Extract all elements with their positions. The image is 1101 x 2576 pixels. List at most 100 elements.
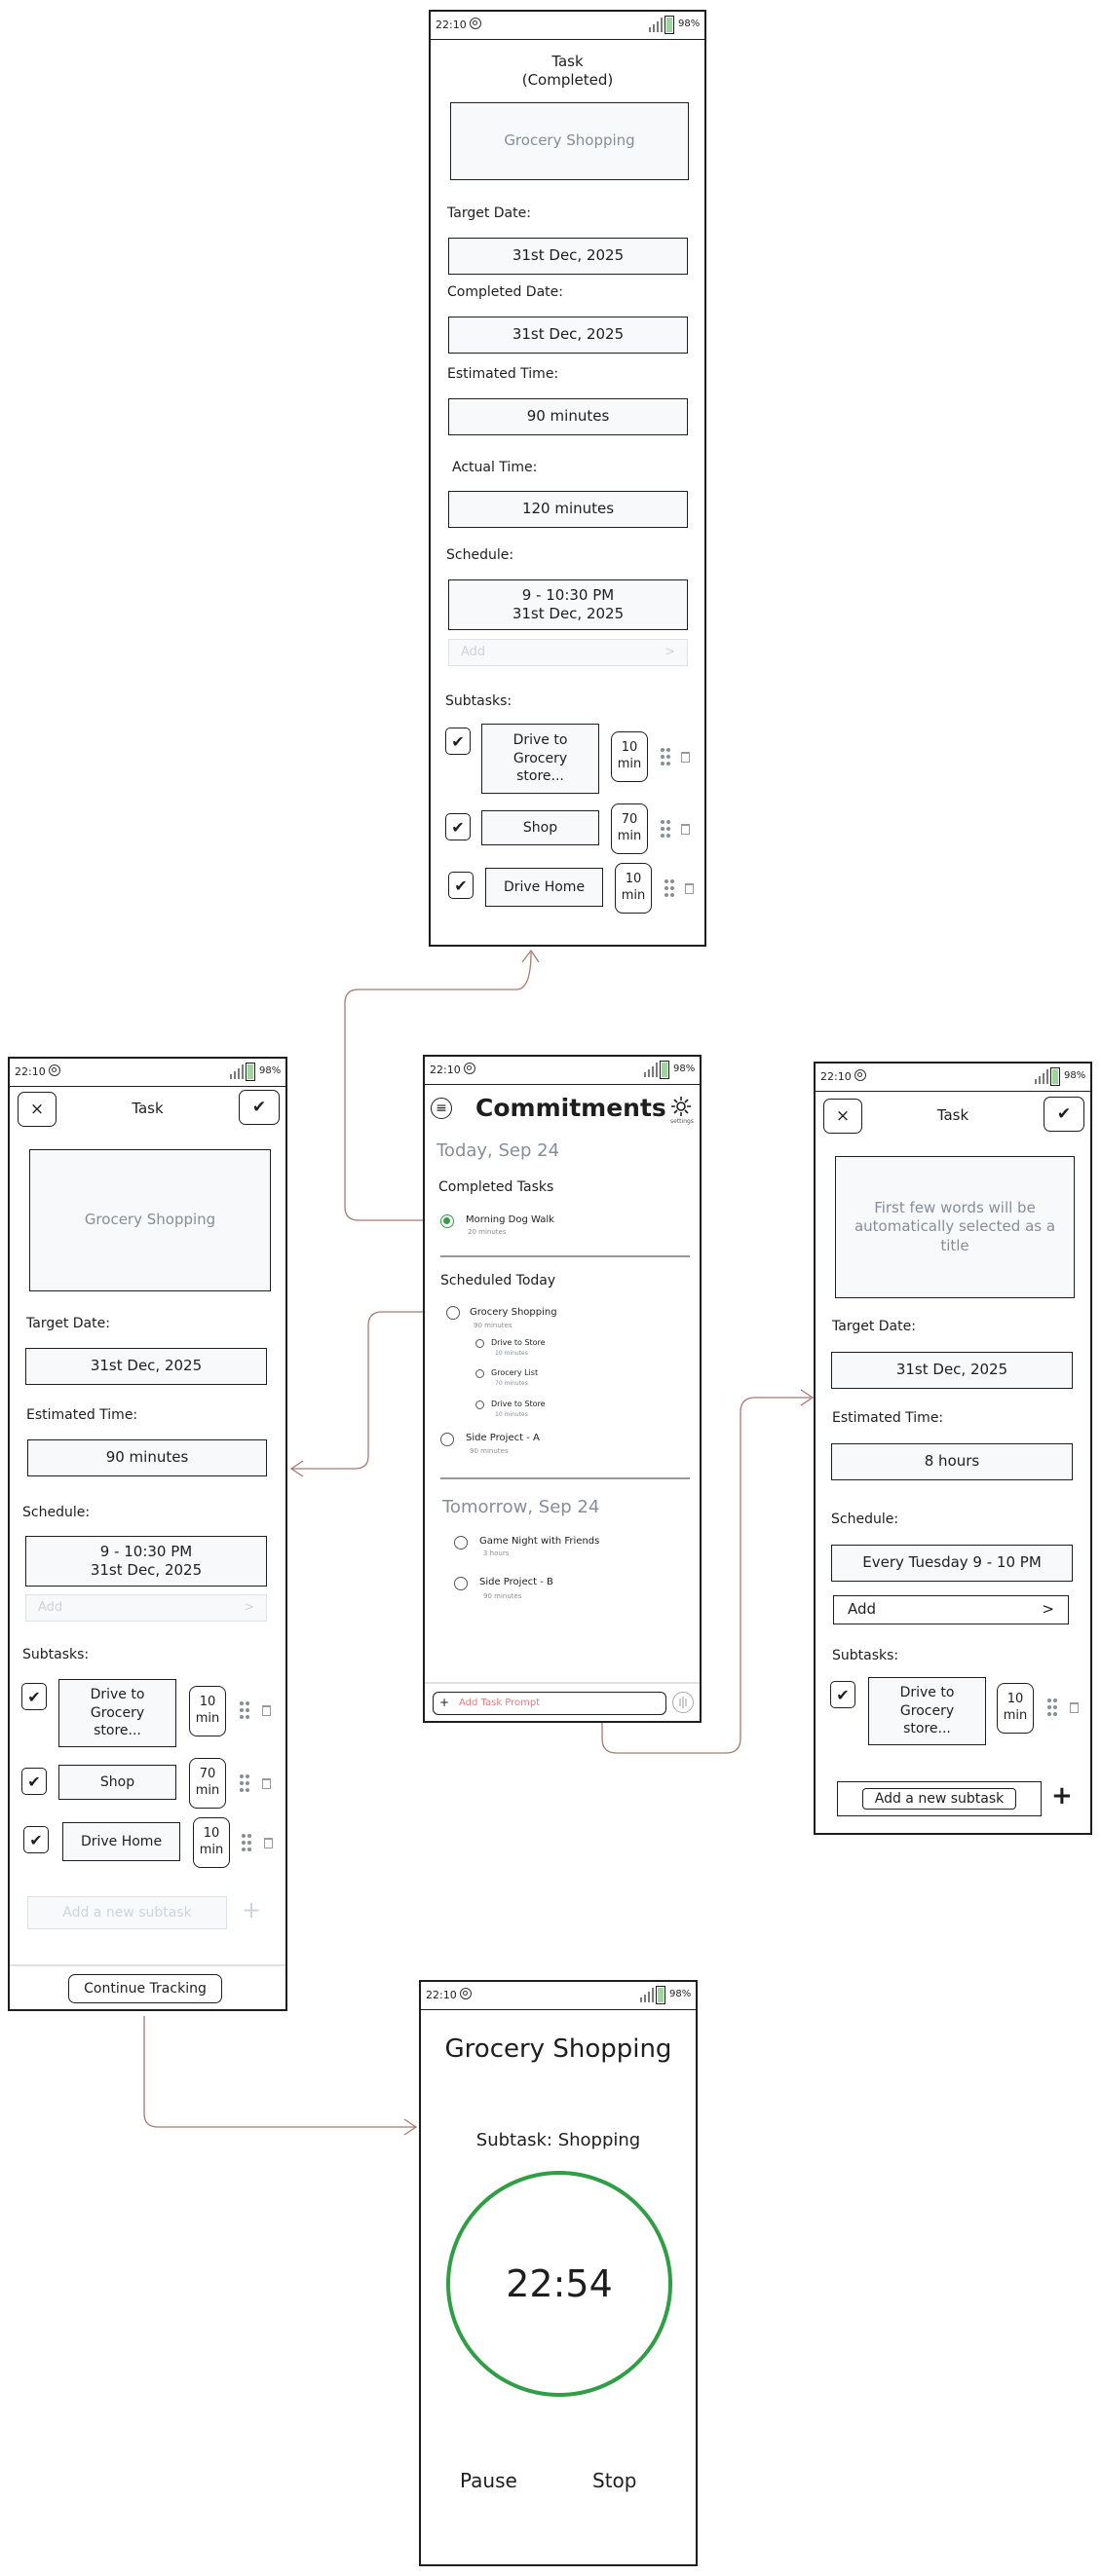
target-date-field[interactable]: 31st Dec, 2025 xyxy=(25,1348,267,1385)
subtask-checkbox[interactable]: ✔ xyxy=(21,1768,47,1795)
plus-icon: + xyxy=(439,1696,450,1709)
close-button[interactable]: × xyxy=(18,1092,57,1127)
subtask-radio[interactable] xyxy=(475,1400,484,1409)
task-title-input[interactable]: First few words will be automatically se… xyxy=(835,1156,1075,1298)
drag-handle-icon[interactable] xyxy=(661,820,670,838)
new-task-screen: 22:10 98% × Task ✔ First few words will … xyxy=(814,1062,1092,1835)
settings-icon[interactable] xyxy=(670,1096,692,1117)
subtask-name[interactable]: Drive to Grocery store... xyxy=(58,1679,176,1747)
trash-icon[interactable] xyxy=(262,1778,271,1789)
estimated-time-field[interactable]: 90 minutes xyxy=(27,1439,267,1476)
subtask-checkbox[interactable]: ✔ xyxy=(23,1826,49,1853)
subtask-duration[interactable]: 70 min xyxy=(189,1758,226,1809)
subtask-name[interactable]: Grocery List xyxy=(491,1368,539,1377)
target-date-field[interactable]: 31st Dec, 2025 xyxy=(831,1352,1073,1389)
page-title: Task xyxy=(132,1100,164,1117)
subtask-duration[interactable]: 10 min xyxy=(997,1683,1034,1734)
subtask-duration[interactable]: 10 min xyxy=(189,1686,226,1736)
subtask-radio[interactable] xyxy=(475,1369,484,1378)
menu-glyph: ≡ xyxy=(436,1101,447,1116)
subtask-duration[interactable]: 70 min xyxy=(611,803,648,854)
subtasks-label: Subtasks: xyxy=(832,1648,899,1663)
task-name[interactable]: Side Project - B xyxy=(479,1577,553,1587)
completed-date-label: Completed Date: xyxy=(447,284,563,300)
trash-icon[interactable] xyxy=(262,1705,271,1716)
drag-handle-icon[interactable] xyxy=(664,879,674,897)
trash-icon[interactable] xyxy=(681,824,690,835)
confirm-button[interactable]: ✔ xyxy=(1044,1097,1084,1132)
trash-icon[interactable] xyxy=(1070,1702,1079,1713)
subtask-radio[interactable] xyxy=(475,1339,484,1348)
actual-time-field: 120 minutes xyxy=(448,491,688,528)
arrow-to-new-task xyxy=(601,1397,811,1754)
subtask-duration[interactable]: 10 min xyxy=(193,1817,230,1868)
task-name[interactable]: Morning Dog Walk xyxy=(466,1214,554,1225)
battery-percent: 98% xyxy=(678,19,701,29)
add-schedule-field[interactable]: Add > xyxy=(25,1594,267,1622)
plus-icon[interactable]: + xyxy=(242,1896,262,1923)
subtask-duration[interactable]: 10 min xyxy=(611,731,648,782)
add-subtask-input[interactable]: Add a new subtask xyxy=(27,1896,227,1929)
subtask-name[interactable]: Shop xyxy=(481,810,599,845)
add-schedule-button[interactable]: Add > xyxy=(833,1595,1069,1624)
task-radio[interactable] xyxy=(440,1433,454,1446)
subtask-name[interactable]: Drive Home xyxy=(62,1822,180,1861)
page-title: Grocery Shopping xyxy=(444,2035,672,2064)
subtask-duration[interactable]: 10 min xyxy=(615,863,652,914)
subtask-meta: 10 minutes xyxy=(495,1411,528,1418)
add-placeholder: Add xyxy=(461,644,486,659)
confirm-button[interactable]: ✔ xyxy=(239,1090,280,1125)
add-subtask-input[interactable]: Add a new subtask xyxy=(837,1781,1042,1816)
task-radio[interactable] xyxy=(446,1306,460,1320)
drag-handle-icon[interactable] xyxy=(661,748,670,765)
signal-icon xyxy=(230,1064,247,1079)
chevron-right-icon: > xyxy=(244,1599,254,1615)
completed-task-screen: 22:10 98% Task (Completed) Grocery Shopp… xyxy=(429,10,706,947)
pause-button[interactable]: Pause xyxy=(460,2469,517,2492)
camera-icon xyxy=(464,1063,475,1074)
task-name[interactable]: Grocery Shopping xyxy=(470,1307,557,1318)
estimated-time-label: Estimated Time: xyxy=(447,366,559,382)
tomorrow-heading: Tomorrow, Sep 24 xyxy=(442,1497,600,1517)
drag-handle-icon[interactable] xyxy=(1047,1699,1057,1716)
battery-icon xyxy=(1050,1067,1060,1086)
task-name[interactable]: Game Night with Friends xyxy=(479,1536,600,1547)
battery-icon xyxy=(246,1063,255,1081)
close-button[interactable]: × xyxy=(823,1099,862,1134)
subtask-name[interactable]: Drive to Store xyxy=(491,1338,546,1347)
trash-icon[interactable] xyxy=(264,1838,273,1848)
camera-icon xyxy=(49,1064,60,1076)
subtask-checkbox[interactable]: ✔ xyxy=(448,872,474,899)
subtask-checkbox[interactable]: ✔ xyxy=(445,728,471,755)
continue-tracking-button[interactable]: Continue Tracking xyxy=(68,1974,222,2003)
drag-handle-icon[interactable] xyxy=(240,1774,249,1792)
subtask-name[interactable]: Drive to Grocery store... xyxy=(481,724,599,794)
schedule-field[interactable]: Every Tuesday 9 - 10 PM xyxy=(831,1545,1073,1582)
estimated-time-field[interactable]: 8 hours xyxy=(831,1443,1073,1480)
completed-radio[interactable] xyxy=(440,1214,454,1228)
subtask-name[interactable]: Drive Home xyxy=(485,868,603,907)
subtask-name[interactable]: Drive to Store xyxy=(491,1400,546,1408)
microphone-icon[interactable] xyxy=(672,1692,694,1713)
task-radio[interactable] xyxy=(454,1577,468,1590)
subtask-checkbox[interactable]: ✔ xyxy=(830,1681,855,1708)
subtask-checkbox[interactable]: ✔ xyxy=(21,1683,47,1710)
add-task-prompt-input[interactable]: + Add Task Prompt xyxy=(433,1692,666,1715)
plus-icon[interactable]: + xyxy=(1051,1781,1073,1811)
stop-button[interactable]: Stop xyxy=(592,2469,637,2492)
trash-icon[interactable] xyxy=(681,752,690,763)
timer-display: 22:54 xyxy=(506,2262,613,2305)
task-radio[interactable] xyxy=(454,1536,468,1549)
drag-handle-icon[interactable] xyxy=(240,1701,249,1719)
target-date-label: Target Date: xyxy=(832,1319,916,1334)
subtask-name[interactable]: Drive to Grocery store... xyxy=(868,1677,986,1745)
subtask-checkbox[interactable]: ✔ xyxy=(445,813,471,840)
task-name-box[interactable]: Grocery Shopping xyxy=(29,1149,271,1291)
trash-icon[interactable] xyxy=(685,883,694,894)
drag-handle-icon[interactable] xyxy=(242,1834,251,1851)
task-name[interactable]: Side Project - A xyxy=(466,1433,540,1443)
subtask-name[interactable]: Shop xyxy=(58,1765,176,1800)
footer-divider xyxy=(425,1682,700,1684)
menu-icon[interactable]: ≡ xyxy=(431,1098,452,1119)
schedule-field[interactable]: 9 - 10:30 PM 31st Dec, 2025 xyxy=(25,1536,267,1587)
